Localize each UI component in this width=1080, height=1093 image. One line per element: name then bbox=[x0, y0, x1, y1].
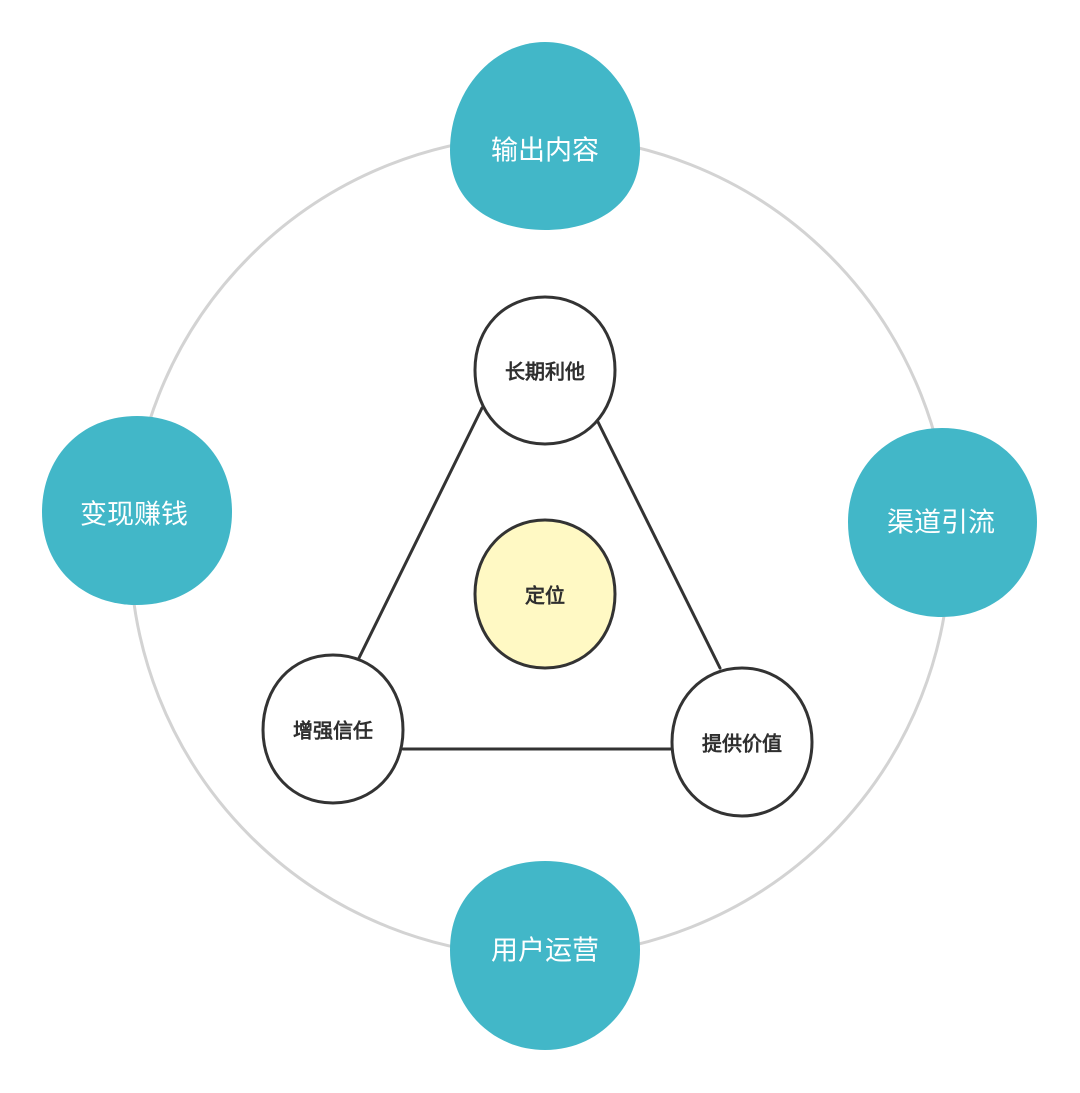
inner-node-bottom-right-shape bbox=[670, 666, 814, 818]
center-node-shape bbox=[473, 518, 617, 670]
outer-node-right-label: 渠道引流 bbox=[887, 508, 995, 539]
connector-top-to-bottom-left bbox=[356, 406, 484, 662]
center-node-label: 定位 bbox=[525, 584, 565, 608]
outer-node-top-shape bbox=[450, 42, 640, 230]
inner-node-bottom-left: 增强信任 bbox=[261, 653, 405, 805]
inner-node-top: 长期利他 bbox=[473, 295, 617, 446]
outer-node-right-shape bbox=[848, 428, 1037, 617]
outer-node-top-label: 输出内容 bbox=[491, 136, 599, 167]
connector-top-to-bottom-right bbox=[596, 420, 722, 670]
outer-node-left-shape bbox=[42, 416, 232, 605]
inner-node-bottom-right: 提供价值 bbox=[670, 666, 814, 818]
outer-node-bottom-shape bbox=[450, 861, 640, 1050]
outer-node-bottom: 用户运营 bbox=[450, 861, 640, 1050]
inner-node-bottom-left-label: 增强信任 bbox=[293, 719, 373, 743]
inner-node-bottom-left-shape bbox=[261, 653, 405, 805]
inner-node-bottom-right-label: 提供价值 bbox=[702, 732, 782, 756]
outer-node-bottom-label: 用户运营 bbox=[491, 936, 599, 967]
center-node: 定位 bbox=[473, 518, 617, 670]
triangle-connectors bbox=[356, 406, 722, 751]
outer-node-left-label: 变现赚钱 bbox=[80, 500, 188, 531]
inner-node-top-shape bbox=[473, 295, 617, 446]
outer-node-left: 变现赚钱 bbox=[42, 416, 232, 605]
inner-node-top-label: 长期利他 bbox=[505, 360, 585, 384]
outer-node-top: 输出内容 bbox=[450, 42, 640, 230]
outer-node-right: 渠道引流 bbox=[848, 428, 1037, 617]
